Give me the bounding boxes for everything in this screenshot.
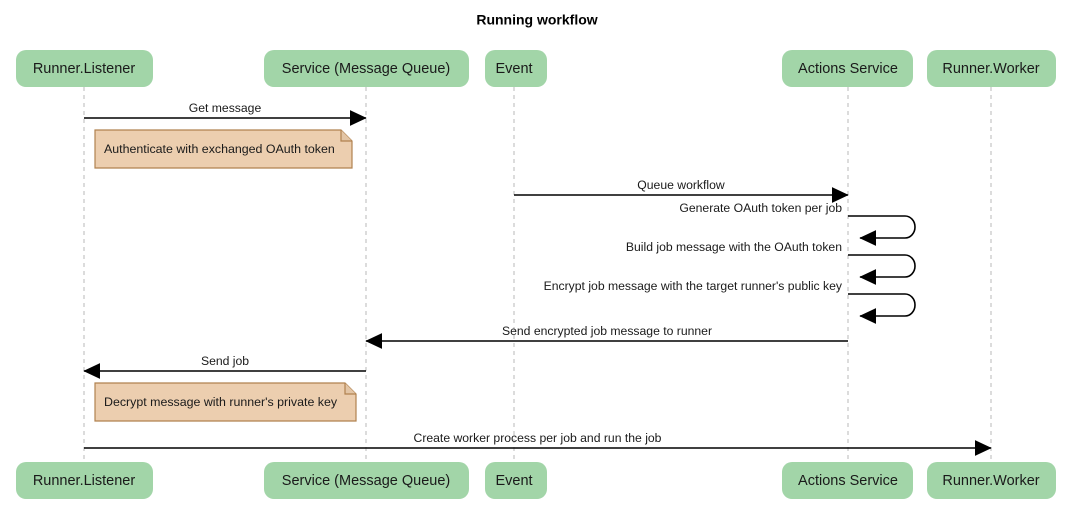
- participant-runner-worker-top[interactable]: Runner.Worker: [927, 50, 1056, 87]
- message-queue-workflow[interactable]: Queue workflow: [514, 178, 849, 203]
- participant-event-top[interactable]: Event: [485, 50, 547, 87]
- participant-box: [264, 50, 469, 87]
- message-build-job-message[interactable]: Build job message with the OAuth token: [626, 240, 916, 285]
- participant-box: [16, 462, 153, 499]
- participant-box: [927, 462, 1056, 499]
- notes-layer: Authenticate with exchanged OAuth tokenD…: [94, 129, 357, 422]
- participant-label: Runner.Worker: [942, 473, 1039, 489]
- participant-service-mq-bottom[interactable]: Service (Message Queue): [264, 462, 469, 499]
- self-message-line: [848, 215, 916, 246]
- message-create-worker-process[interactable]: Create worker process per job and run th…: [84, 431, 992, 456]
- message-generate-oauth-token[interactable]: Generate OAuth token per job: [679, 201, 916, 246]
- message-label: Build job message with the OAuth token: [626, 240, 842, 254]
- note-fold-corner-icon: [344, 383, 356, 395]
- participant-runner-listener-top[interactable]: Runner.Listener: [16, 50, 153, 87]
- message-get-message[interactable]: Get message: [84, 101, 367, 126]
- participant-box: [485, 462, 547, 499]
- participant-label: Runner.Listener: [33, 61, 136, 77]
- note-body: [94, 129, 353, 169]
- note-body: [94, 382, 357, 422]
- participant-actions-service-top[interactable]: Actions Service: [782, 50, 913, 87]
- message-label: Encrypt job message with the target runn…: [544, 279, 843, 293]
- note-label: Authenticate with exchanged OAuth token: [104, 142, 335, 156]
- participant-runner-worker-bottom[interactable]: Runner.Worker: [927, 462, 1056, 499]
- participant-actions-service-bottom[interactable]: Actions Service: [782, 462, 913, 499]
- participant-box: [782, 50, 913, 87]
- message-label: Queue workflow: [637, 178, 725, 192]
- message-encrypt-job-message[interactable]: Encrypt job message with the target runn…: [544, 279, 916, 324]
- note-authenticate: Authenticate with exchanged OAuth token: [94, 129, 353, 169]
- participant-box: [485, 50, 547, 87]
- participant-label: Event: [495, 473, 532, 489]
- self-message-line: [848, 293, 916, 324]
- note-label: Decrypt message with runner's private ke…: [104, 395, 338, 409]
- participant-box: [16, 50, 153, 87]
- note-fold-corner-icon: [340, 130, 352, 142]
- page-title: Running workflow: [476, 12, 597, 28]
- participant-runner-listener-bottom[interactable]: Runner.Listener: [16, 462, 153, 499]
- participant-label: Runner.Worker: [942, 61, 1039, 77]
- participant-label: Service (Message Queue): [282, 473, 450, 489]
- participant-box: [927, 50, 1056, 87]
- participant-label: Event: [495, 61, 532, 77]
- message-label: Send encrypted job message to runner: [502, 324, 712, 338]
- lifelines-layer: [83, 87, 992, 462]
- participant-label: Actions Service: [798, 61, 898, 77]
- participant-label: Runner.Listener: [33, 473, 136, 489]
- self-message-line: [848, 254, 916, 285]
- participant-label: Service (Message Queue): [282, 61, 450, 77]
- message-label: Generate OAuth token per job: [679, 201, 842, 215]
- message-send-encrypted-job[interactable]: Send encrypted job message to runner: [365, 324, 848, 349]
- participant-service-mq-top[interactable]: Service (Message Queue): [264, 50, 469, 87]
- participant-box: [782, 462, 913, 499]
- message-label: Get message: [189, 101, 262, 115]
- participant-event-bottom[interactable]: Event: [485, 462, 547, 499]
- participant-box: [264, 462, 469, 499]
- message-send-job[interactable]: Send job: [83, 354, 366, 379]
- message-label: Send job: [201, 354, 249, 368]
- message-label: Create worker process per job and run th…: [414, 431, 662, 445]
- note-decrypt: Decrypt message with runner's private ke…: [94, 382, 357, 422]
- participant-label: Actions Service: [798, 473, 898, 489]
